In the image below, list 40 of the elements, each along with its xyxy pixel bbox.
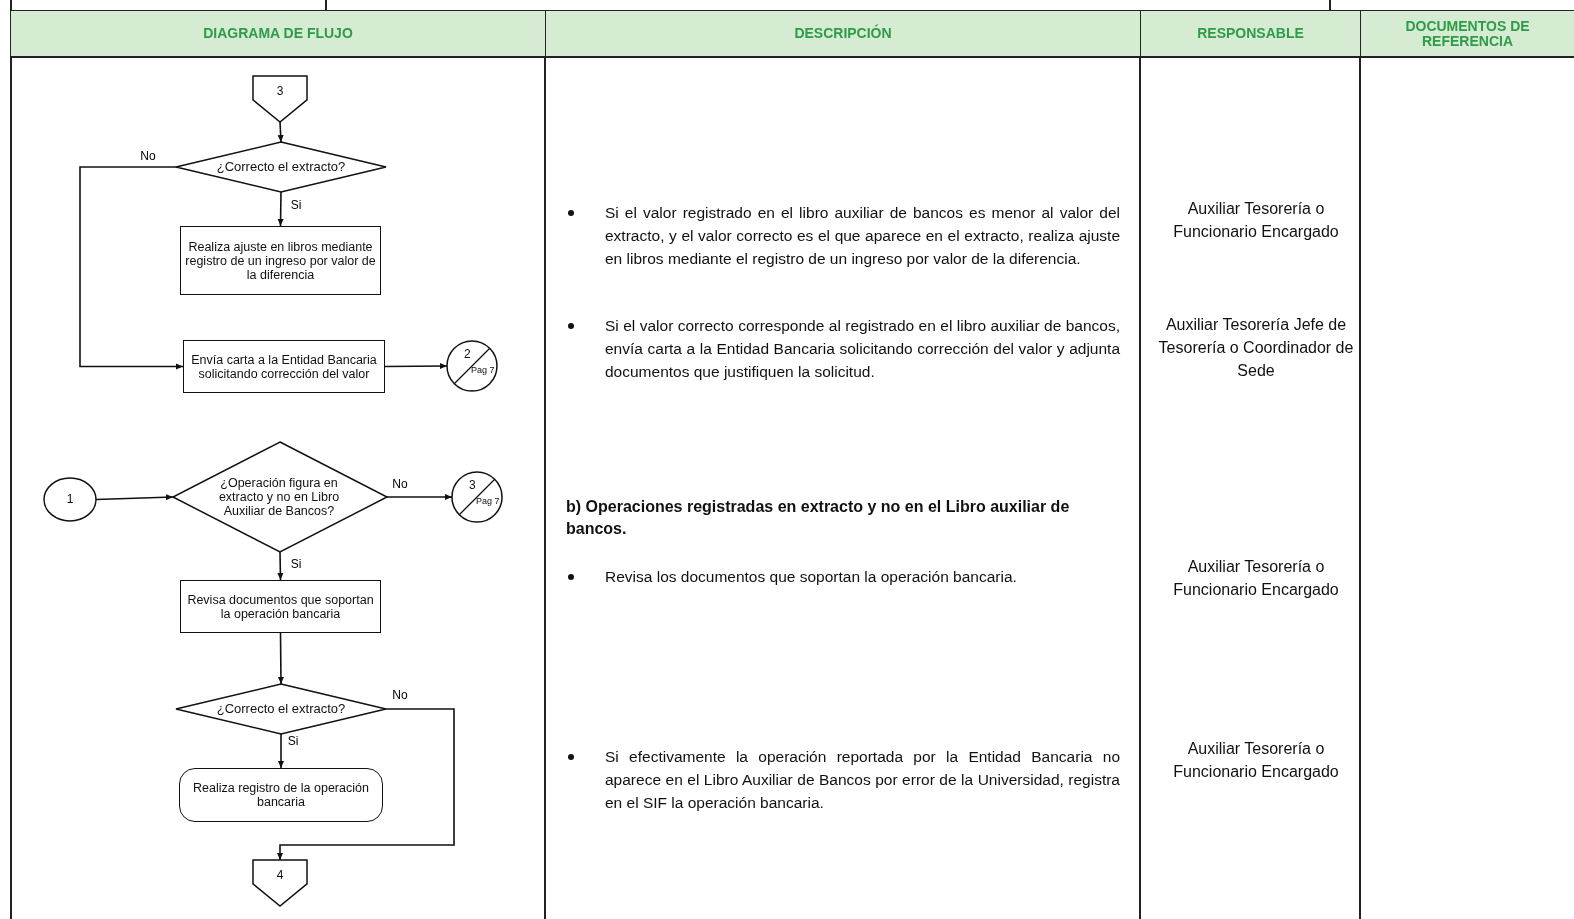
arrow	[277, 121, 284, 143]
process-box: Envía carta a la Entidad Bancaria solicitando corrección del valor	[183, 340, 385, 393]
off-page-connector: 3	[253, 76, 307, 122]
decision-diamond: ¿Correcto el extracto?	[176, 684, 386, 734]
arrow	[277, 191, 284, 227]
responsible-text: Auxiliar Tesorería o Funcionario Encargado	[1172, 557, 1340, 600]
description-text: Si el valor registrado en el libro auxiliar de bancos es menor al valor del extracto, y el valor correcto es el que aparece en el extracto, realiza ajuste en libros mediante el registro de un ingreso por valor de la diferencia.	[605, 203, 1120, 269]
column-header: DESCRIPCIÓN	[546, 11, 1140, 56]
arrow	[384, 363, 448, 370]
responsible-text: Auxiliar Tesorería o Funcionario Encargado	[1172, 739, 1340, 782]
terminal-box: Realiza registro de la operación bancaria	[179, 768, 383, 822]
arrow	[79, 166, 184, 370]
edge-label: Si	[286, 734, 300, 748]
off-page-connector: 4	[253, 860, 307, 906]
arrow	[277, 708, 455, 861]
decision-diamond: ¿Operación figura en extracto y no en Libro Auxiliar de Bancos?	[173, 442, 387, 552]
arrow	[277, 632, 284, 685]
decision-diamond: ¿Correcto el extracto?	[176, 142, 386, 192]
arrow	[277, 551, 284, 581]
process-box: Realiza ajuste en libros mediante registro de un ingreso por valor de la diferencia	[180, 226, 381, 295]
responsible-text: Auxiliar Tesorería Jefe de Tesorería o Coordinador de Sede	[1157, 315, 1355, 381]
section-heading: b) Operaciones registradas en extracto y no en el Libro auxiliar de bancos.	[566, 497, 1071, 539]
column-header: RESPONSABLE	[1141, 11, 1360, 56]
column-header: DOCUMENTOS DE REFERENCIA	[1361, 11, 1574, 56]
edge-label: No	[391, 477, 409, 491]
description-text: Si el valor correcto corresponde al registrado en el libro auxiliar de bancos, envía carta a la Entidad Bancaria solicitando corrección del valor y adjunta documentos que justifiquen la solicitud.	[605, 316, 1120, 382]
page-connector-circle: 3 Pag 7	[452, 472, 502, 522]
process-box: Revisa documentos que soportan la operación bancaria	[180, 580, 381, 633]
page-connector-circle: 2 Pag 7	[447, 341, 497, 391]
description-text: Revisa los documentos que soportan la operación bancaria.	[605, 567, 1018, 587]
column-header: DIAGRAMA DE FLUJO	[11, 11, 545, 56]
responsible-text: Auxiliar Tesorería o Funcionario Encargado	[1172, 199, 1340, 242]
edge-label: No	[391, 688, 409, 702]
connector-circle: 1	[44, 478, 96, 521]
edge-label: Si	[289, 557, 303, 571]
arrow	[386, 494, 453, 500]
arrow	[278, 733, 284, 769]
description-text: Si efectivamente la operación reportada por la Entidad Bancaria no aparece en el Libro Auxiliar de Bancos por error de la Universidad, registra en el SIF la operación bancaria.	[605, 747, 1120, 813]
edge-label: No	[139, 149, 157, 163]
edge-label: Si	[289, 198, 303, 212]
